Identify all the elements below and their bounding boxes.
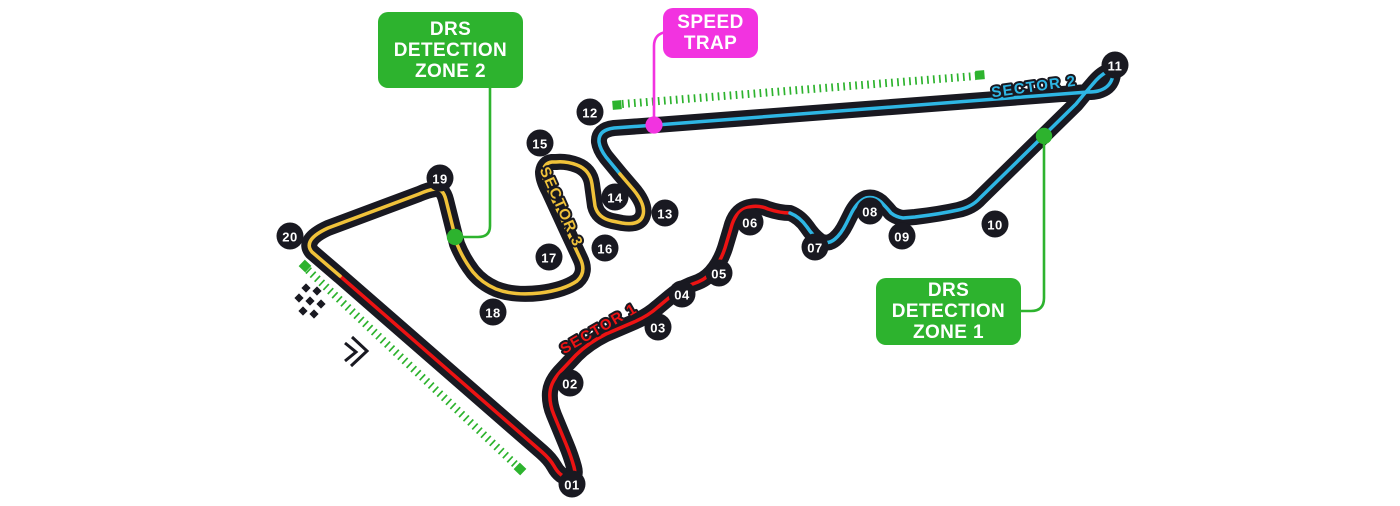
sector-3-label: SECTOR 3 [536, 164, 586, 249]
drs-zone-2-connector-line [462, 88, 492, 239]
turn-number-03: 03 [650, 321, 665, 336]
turn-number-01: 01 [564, 478, 579, 493]
turn-marker-05 [705, 259, 733, 287]
turn-marker-01 [558, 470, 586, 498]
turn-number-17: 17 [541, 251, 556, 266]
turn-number-09: 09 [894, 230, 909, 245]
turn-marker-14 [601, 183, 629, 211]
turn-marker-11 [1101, 51, 1129, 79]
speed-trap-dot [645, 116, 663, 134]
turn-marker-02 [556, 369, 584, 397]
turn-number-12: 12 [582, 106, 597, 121]
turn-marker-15 [526, 129, 554, 157]
turn-number-04: 04 [674, 288, 690, 303]
turn-marker-10 [981, 210, 1009, 238]
drs-zone-endcap [975, 70, 985, 80]
turn-markers-group: 01 02 03 04 05 06 07 08 09 10 11 12 13 14 15 16 17 18 19 20 [276, 51, 1129, 498]
turn-number-18: 18 [485, 306, 500, 321]
finish-flag-icon [294, 283, 326, 319]
turn-number-08: 08 [862, 205, 877, 220]
turn-number-20: 20 [282, 230, 297, 245]
turn-marker-08 [856, 197, 884, 225]
turn-marker-20 [276, 222, 304, 250]
drs-zone-endcap [612, 100, 622, 110]
drs-detection-zone-1-label: DRS DETECTION ZONE 1 [876, 278, 1021, 345]
turn-number-13: 13 [657, 207, 672, 222]
sector-2-line [597, 69, 1115, 245]
turn-number-16: 16 [597, 242, 612, 257]
turn-number-14: 14 [607, 191, 623, 206]
turn-number-06: 06 [742, 216, 757, 231]
turn-marker-18 [479, 298, 507, 326]
turn-marker-06 [736, 208, 764, 236]
direction-arrows-icon [344, 335, 370, 368]
turn-number-07: 07 [807, 241, 822, 256]
speed-trap-label: SPEED TRAP [663, 8, 758, 58]
drs-zone-dashes-main-straight [305, 267, 519, 468]
turn-marker-03 [644, 313, 672, 341]
turn-marker-12 [576, 98, 604, 126]
turn-marker-16 [591, 234, 619, 262]
drs-detection-zone-2-label: DRS DETECTION ZONE 2 [378, 12, 523, 88]
drs-zone-1-connector-line [1021, 136, 1046, 313]
turn-marker-13 [651, 199, 679, 227]
turn-number-15: 15 [532, 137, 547, 152]
drs-zone-endcap [513, 462, 527, 476]
turn-marker-09 [888, 222, 916, 250]
turn-number-19: 19 [432, 172, 447, 187]
drs-detection-point-1-dot [1035, 127, 1053, 145]
turn-number-10: 10 [987, 218, 1002, 233]
turn-number-11: 11 [1108, 59, 1123, 74]
drs-detection-point-2-dot [446, 228, 464, 246]
turn-number-02: 02 [562, 377, 577, 392]
turn-marker-19 [426, 164, 454, 192]
turn-marker-07 [801, 233, 829, 261]
turn-number-05: 05 [711, 267, 726, 282]
turn-marker-04 [668, 280, 696, 308]
turn-marker-17 [535, 243, 563, 271]
drs-zone-endcap [298, 259, 312, 273]
